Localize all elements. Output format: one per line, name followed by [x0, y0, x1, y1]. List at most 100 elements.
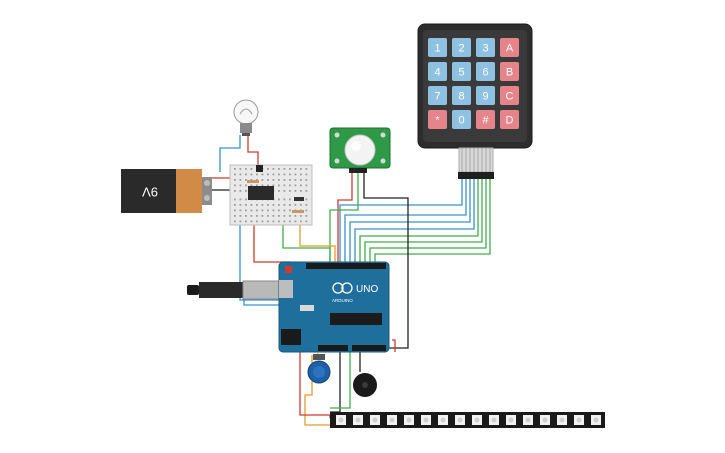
- arduino-digital-header: [306, 263, 386, 269]
- breadboard-hole: [278, 168, 280, 170]
- breadboard-hole: [245, 190, 247, 192]
- led-pixel-lens: [389, 417, 395, 423]
- breadboard-hole: [272, 215, 275, 217]
- breadboard-hole: [239, 190, 242, 192]
- breadboard-hole: [250, 184, 253, 187]
- breadboard-hole: [267, 173, 269, 176]
- breadboard-hole: [289, 168, 291, 170]
- breadboard-hole: [261, 173, 264, 176]
- breadboard-hole: [245, 173, 247, 176]
- breadboard-holes: [234, 168, 308, 223]
- led-pixels: [336, 415, 601, 425]
- breadboard-hole: [234, 168, 236, 170]
- breadboard-hole: [272, 173, 275, 176]
- keypad-key: [452, 86, 471, 105]
- breadboard-hole: [278, 184, 280, 187]
- led-pixel-lens: [491, 417, 497, 423]
- battery-body-dark: [121, 169, 176, 213]
- breadboard-hole: [278, 204, 280, 206]
- keypad-key-label: 3: [482, 43, 488, 55]
- breadboard-hole: [267, 209, 269, 212]
- keypad-key: [476, 62, 495, 81]
- breadboard-hole: [305, 190, 308, 192]
- breadboard-hole: [283, 179, 286, 181]
- breadboard-hole: [294, 204, 297, 206]
- keypad-ribbon: [458, 147, 494, 173]
- bulb-tip: [242, 133, 250, 136]
- breadboard-hole: [234, 179, 236, 181]
- breadboard-hole: [239, 184, 242, 187]
- arduino-logo-icon-right: [341, 282, 353, 294]
- breadboard-hole: [289, 198, 291, 201]
- keypad-key-label: 0: [458, 115, 464, 127]
- breadboard-hole: [256, 204, 258, 206]
- arduino-reset-button: [285, 266, 292, 273]
- led-pixel-lens: [440, 417, 446, 423]
- pir-sensor: [329, 127, 391, 173]
- breadboard-hole: [283, 204, 286, 206]
- breadboard-hole: [234, 184, 236, 187]
- breadboard-hole: [278, 198, 280, 201]
- breadboard-hole: [256, 184, 258, 187]
- keypad-key-label: C: [506, 91, 514, 103]
- keypad-key-label: 7: [434, 91, 440, 103]
- keypad-wire-2: [344, 178, 467, 262]
- keypad-key-label: 9: [482, 91, 488, 103]
- breadboard-hole: [305, 220, 308, 223]
- led-pixel-lens: [593, 417, 599, 423]
- led-pixel-lens: [406, 417, 412, 423]
- breadboard-hole: [267, 184, 269, 187]
- keypad-key-label: 1: [434, 43, 440, 55]
- breadboard-hole: [294, 220, 297, 223]
- breadboard-hole: [267, 204, 269, 206]
- pir-mount-hole: [334, 158, 340, 164]
- breadboard-hole: [294, 190, 297, 192]
- keypad-header-pins: [458, 172, 494, 179]
- breadboard-hole: [272, 209, 275, 212]
- led-strip-wire-green: [330, 352, 351, 409]
- led-pixel-lens: [559, 417, 565, 423]
- keypad-key: [452, 38, 471, 57]
- breadboard-hole: [261, 209, 264, 212]
- breadboard-hole: [289, 209, 291, 212]
- breadboard-hole: [289, 173, 291, 176]
- breadboard-hole: [239, 220, 242, 223]
- breadboard: [229, 164, 313, 226]
- breadboard-hole: [234, 173, 236, 176]
- keypad-key-label: 8: [458, 91, 464, 103]
- pot-knob: [313, 366, 325, 378]
- breadboard-hole: [256, 220, 258, 223]
- breadboard-hole: [261, 184, 264, 187]
- battery-terminal-block: [202, 177, 212, 205]
- breadboard-hole: [305, 179, 308, 181]
- breadboard-hole: [250, 215, 253, 217]
- breadboard-hole: [300, 204, 302, 206]
- breadboard-hole: [283, 209, 286, 212]
- breadboard-hole: [278, 215, 280, 217]
- breadboard-hole: [305, 184, 308, 187]
- led-pixel-lens: [474, 417, 480, 423]
- arduino-analog-header: [352, 345, 386, 351]
- bulb-glass: [233, 99, 259, 125]
- breadboard-hole: [289, 204, 291, 206]
- pir-wire-vcc: [337, 172, 353, 262]
- bb-wire-blue: [239, 224, 280, 301]
- breadboard-hole: [245, 198, 247, 201]
- breadboard-hole: [256, 179, 258, 181]
- pir-dome: [344, 134, 376, 166]
- breadboard-hole: [300, 215, 302, 217]
- breadboard-hole: [261, 220, 264, 223]
- keypad-wire-8: [374, 178, 491, 262]
- arduino-power-header: [318, 345, 348, 351]
- keypad-key: [428, 38, 447, 57]
- piezo-buzzer: [353, 373, 377, 397]
- breadboard-hole: [278, 173, 280, 176]
- breadboard-hole: [289, 215, 291, 217]
- led-pixel-lens: [542, 417, 548, 423]
- keypad-key-label: 2: [458, 43, 464, 55]
- breadboard-hole: [283, 184, 286, 187]
- breadboard-hole: [305, 215, 308, 217]
- breadboard-hole: [300, 179, 302, 181]
